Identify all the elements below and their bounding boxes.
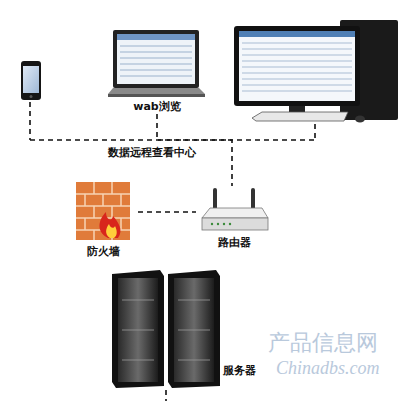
phone-icon: [21, 61, 41, 100]
firewall-icon: [76, 182, 130, 240]
node-label: wab浏览: [133, 100, 180, 113]
router-node: 路由器: [196, 186, 272, 250]
network-bus: [30, 102, 315, 401]
laptop-node: wab浏览: [108, 28, 206, 114]
router-icon: [202, 188, 268, 230]
watermark: 产品信息网: [268, 328, 378, 358]
network-label: 数据远程查看中心: [108, 145, 196, 160]
dashed-link: [138, 211, 196, 213]
firewall-node: 防火墙: [68, 176, 138, 260]
node-label: 服务器: [223, 364, 256, 377]
desktop-icon: [234, 20, 398, 123]
watermark: Chinadbs.com: [276, 358, 380, 379]
node-label: 路由器: [218, 236, 251, 249]
server-node: 服务器: [108, 266, 260, 390]
server-icon: [112, 270, 220, 388]
laptop-icon: [108, 30, 205, 97]
node-label: 防火墙: [87, 245, 120, 258]
